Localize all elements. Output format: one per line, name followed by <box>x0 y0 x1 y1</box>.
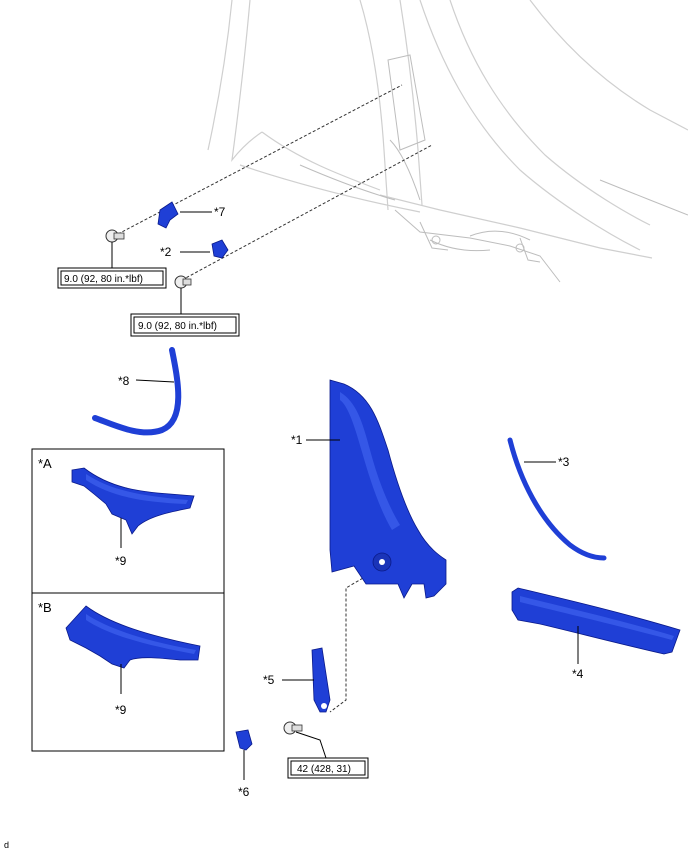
clip-part-2[interactable] <box>211 239 229 259</box>
bolt-icon <box>105 229 125 243</box>
callout-8: *8 <box>118 374 130 388</box>
scuff-detail-b <box>65 605 201 669</box>
belt-cover-part-5[interactable] <box>311 647 331 713</box>
weatherstrip-part-8[interactable] <box>92 347 182 436</box>
torque-spec-2: 9.0 (92, 80 in.*lbf) <box>130 313 240 337</box>
detail-box-b: *B *9 <box>31 592 225 752</box>
clip-part-7[interactable] <box>157 201 179 229</box>
weatherstrip-part-3[interactable] <box>507 437 607 561</box>
torque-spec-1: 9.0 (92, 80 in.*lbf) <box>57 267 167 289</box>
cap-part-6[interactable] <box>235 729 253 751</box>
vehicle-body-outline <box>207 0 688 283</box>
scuff-plate-part-4[interactable] <box>511 587 681 655</box>
torque-spec-3: 42 (428, 31) <box>287 757 369 779</box>
callout-9a: *9 <box>115 554 127 568</box>
callout-6: *6 <box>238 785 250 799</box>
bolt-icon <box>283 721 303 735</box>
callout-5: *5 <box>263 673 275 687</box>
detail-box-a: *A *9 <box>31 448 225 594</box>
callout-1: *1 <box>291 433 303 447</box>
callout-7: *7 <box>214 205 226 219</box>
diagram-code: d <box>4 840 9 850</box>
detail-box-b-label: *B <box>38 600 52 615</box>
scuff-detail-a <box>71 467 195 535</box>
callout-3: *3 <box>558 455 570 469</box>
torque-label-2: 9.0 (92, 80 in.*lbf) <box>138 321 217 332</box>
callout-2: *2 <box>160 245 172 259</box>
torque-label-1: 9.0 (92, 80 in.*lbf) <box>64 274 143 285</box>
callout-4: *4 <box>572 667 584 681</box>
pillar-garnish-part-1[interactable] <box>329 379 447 599</box>
detail-box-a-label: *A <box>38 456 52 471</box>
bolt-icon <box>174 275 192 289</box>
callout-9b: *9 <box>115 703 127 717</box>
installation-lines <box>117 84 433 713</box>
torque-label-3: 42 (428, 31) <box>297 764 351 775</box>
